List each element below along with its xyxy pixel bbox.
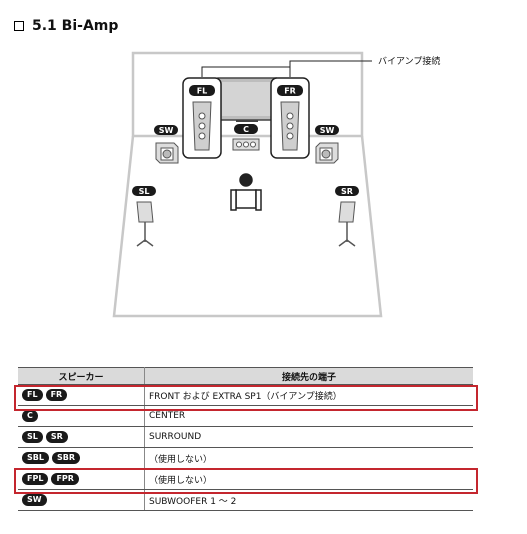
section-title: 5.1 Bi-Amp bbox=[32, 18, 119, 34]
speaker-badge: SR bbox=[45, 431, 68, 443]
speaker-badge: FPL bbox=[22, 473, 49, 485]
terminal-cell: （使用しない） bbox=[144, 468, 473, 490]
sw-left-label: SW bbox=[159, 126, 174, 135]
subwoofer-right: SW bbox=[315, 125, 339, 164]
terminal-cell: FRONT および EXTRA SP1（バイアンプ接続） bbox=[144, 384, 473, 406]
speaker-cell: SW bbox=[18, 489, 145, 511]
speaker-badge: SL bbox=[22, 431, 43, 443]
table-header-row: スピーカー 接続先の端子 bbox=[18, 367, 473, 385]
terminal-cell: SUBWOOFER 1 ～ 2 bbox=[144, 489, 473, 511]
highlight-box-presence bbox=[14, 468, 478, 494]
highlight-box-front bbox=[14, 385, 478, 411]
front-left-speaker: FL bbox=[182, 77, 222, 159]
terminal-column-header: 接続先の端子 bbox=[144, 367, 473, 385]
fr-label: FR bbox=[284, 87, 296, 96]
speaker-badge: SBL bbox=[22, 452, 49, 464]
speaker-badge: SBR bbox=[51, 452, 80, 464]
fl-label: FL bbox=[197, 87, 208, 96]
speaker-badge: FR bbox=[45, 389, 68, 401]
sl-label: SL bbox=[139, 187, 150, 196]
speaker-badge: FL bbox=[22, 389, 43, 401]
terminal-cell: SURROUND bbox=[144, 426, 473, 448]
c-label: C bbox=[243, 125, 249, 134]
subwoofer-left: SW bbox=[154, 125, 179, 164]
terminal-cell: （使用しない） bbox=[144, 447, 473, 469]
sw-right-label: SW bbox=[320, 126, 335, 135]
speaker-badge: FPR bbox=[51, 473, 79, 485]
front-right-speaker: FR bbox=[270, 77, 310, 159]
speaker-badge: C bbox=[22, 410, 38, 422]
sr-label: SR bbox=[341, 187, 353, 196]
checkbox-square-icon bbox=[14, 21, 24, 31]
center-speaker: C bbox=[232, 124, 260, 151]
bi-amp-connector bbox=[201, 60, 372, 77]
bi-amp-callout: バイアンプ接続 bbox=[378, 55, 440, 67]
surround-right-speaker: SR bbox=[335, 186, 359, 247]
tv-icon bbox=[217, 77, 277, 122]
speaker-layout-diagram: バイアンプ接続 FL FR C SW SW bbox=[112, 51, 440, 318]
surround-left-speaker: SL bbox=[132, 186, 156, 247]
speaker-badge: SW bbox=[22, 494, 47, 506]
table-row: SW SUBWOOFER 1 ～ 2 bbox=[18, 489, 473, 511]
listener-icon bbox=[230, 173, 262, 211]
section-heading: 5.1 Bi-Amp bbox=[14, 18, 118, 34]
speaker-column-header: スピーカー bbox=[18, 367, 145, 385]
